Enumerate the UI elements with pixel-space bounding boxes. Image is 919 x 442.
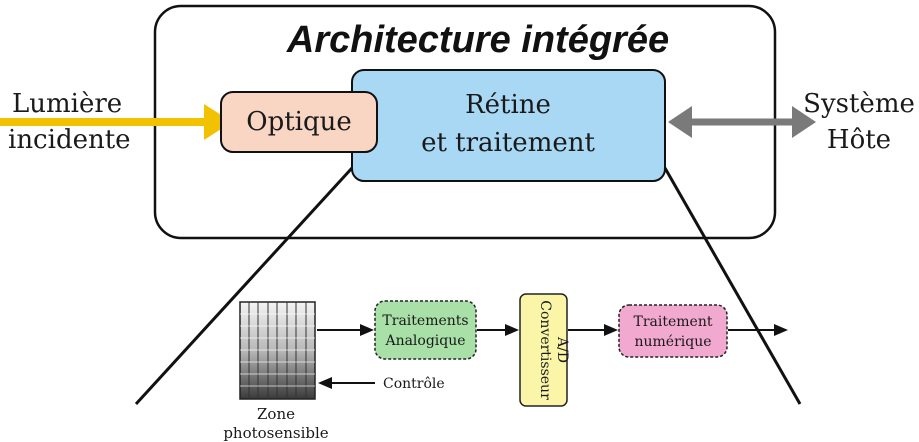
digital-label-line1: Traitement <box>634 314 713 330</box>
arrow-adc-to-digital-head <box>604 324 618 336</box>
retina-box <box>351 69 666 182</box>
zoom-line-right <box>663 167 802 405</box>
analog-box <box>374 300 477 360</box>
light-label-line2: incidente <box>8 125 131 155</box>
sensor-label-line2: photosensible <box>223 424 328 442</box>
photosensitive-array <box>239 301 316 400</box>
zoom-line-left <box>134 166 354 406</box>
arrow-array-to-analog-head <box>360 324 374 336</box>
sensor-label-line1: Zone <box>257 405 295 423</box>
arrow-control-head <box>318 377 332 389</box>
retina-label-line1: Rétine <box>465 90 551 120</box>
light-arrow-head <box>204 104 232 140</box>
digital-label-line2: numérique <box>634 334 711 350</box>
host-label-line1: Système <box>803 89 915 119</box>
optics-label: Optique <box>246 107 352 137</box>
arrow-analog-to-adc-head <box>505 324 519 336</box>
analog-label-line1: Traitements <box>382 313 468 329</box>
adc-box <box>519 293 568 407</box>
host-arrow-head-right <box>792 106 816 138</box>
arrow-digital-output-head <box>774 324 788 336</box>
light-label-line1: Lumière <box>12 89 122 119</box>
adc-label-line1: Convertisseur <box>537 300 553 400</box>
adc-label-line2: A/D <box>554 336 570 363</box>
digital-box <box>618 304 728 358</box>
host-arrow-head-left <box>668 106 692 138</box>
diagram-title: Architecture intégrée <box>286 19 669 61</box>
retina-label-line2: et traitement <box>421 128 595 158</box>
control-label: Contrôle <box>383 376 445 392</box>
host-label-line2: Hôte <box>827 125 891 155</box>
optics-box <box>220 91 378 153</box>
analog-label-line2: Analogique <box>384 333 465 349</box>
